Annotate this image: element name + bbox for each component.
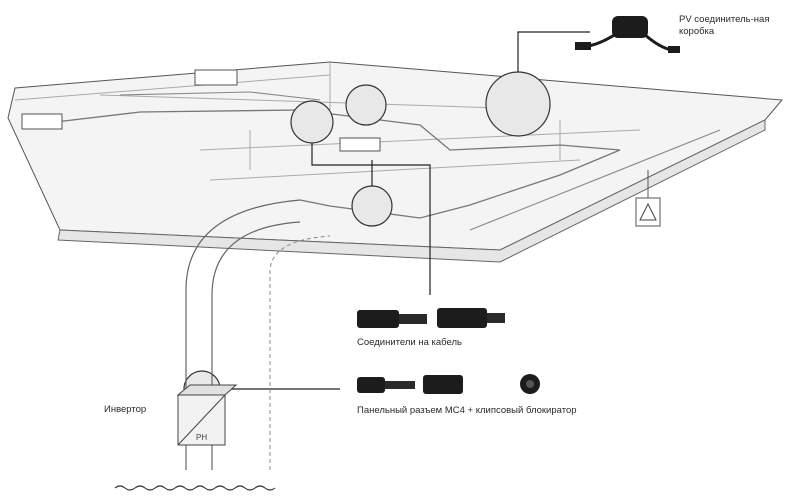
- conduit-inner: [211, 221, 301, 470]
- panel-box-3: [339, 137, 381, 152]
- inverter-label: Инвертор: [104, 404, 147, 415]
- panel-cable-run-2: [119, 91, 721, 231]
- panel-connectors: [357, 374, 540, 394]
- inverter-diagonal: [177, 394, 226, 446]
- callout-line-cable: [311, 143, 431, 295]
- magnifier-circle-2: [345, 84, 387, 126]
- panel-box-1: [194, 69, 238, 86]
- cable-connectors-label: Соединители на кабель: [357, 337, 462, 348]
- cable-connectors: [357, 308, 505, 328]
- callout-line-pv: [517, 31, 590, 72]
- warning-sign-plate: [635, 197, 661, 227]
- panel-seams: [14, 62, 641, 181]
- magnifier-circle-3: [351, 185, 393, 227]
- pv-junction-box-label: PV соединитель-ная коробка: [679, 14, 770, 37]
- panel-cable-run: [29, 109, 621, 219]
- pv-junction-box: [575, 16, 680, 53]
- magnifier-circle-1: [290, 100, 334, 144]
- panel-array: [7, 61, 784, 251]
- panel-connector-label: Панельный разъем MC4 + клипсовый блокира…: [357, 405, 577, 416]
- magnifier-circle-4: [485, 71, 551, 137]
- dashed-ground-line: [269, 235, 331, 470]
- warning-sign-icon: [639, 202, 657, 221]
- panel-array-edge: [57, 119, 766, 263]
- inverter-marking: PH: [196, 433, 207, 442]
- ground-wave: [114, 485, 276, 491]
- conduit-outer: [185, 199, 301, 470]
- inverter-box-side: [176, 384, 238, 396]
- panel-box-2: [21, 113, 63, 130]
